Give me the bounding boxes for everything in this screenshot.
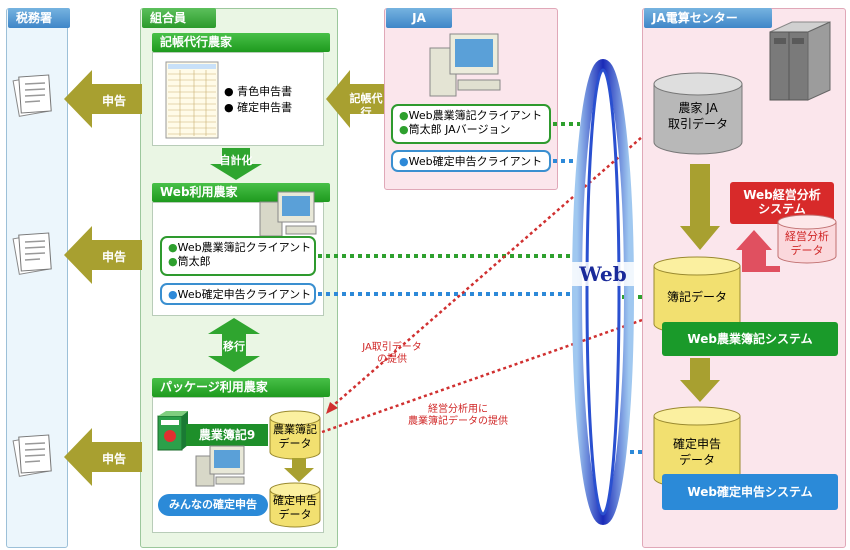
noka-data-cylinder	[653, 72, 743, 155]
documents-icon	[12, 74, 52, 117]
boki-system-box: Web農業簿記システム	[662, 322, 838, 356]
keiei-arrow	[736, 230, 780, 272]
client-label: Web確定申告クライアント	[399, 155, 543, 169]
keiei-system-box: Web経営分析システム	[730, 182, 834, 224]
jikeika-arrow	[210, 148, 262, 180]
kicho-daiko-label: 記帳代行	[349, 92, 383, 119]
server-icon	[769, 21, 831, 101]
client-label: 筒太郎 JAバージョン	[399, 123, 543, 137]
tax-office-title: 税務署	[8, 8, 70, 28]
shinkoku-arrow	[64, 428, 142, 486]
keiei-data-label: 経営分析データ	[785, 230, 829, 257]
client-label: Web農業簿記クライアント	[399, 109, 543, 123]
boki-data-cylinder	[653, 256, 741, 335]
kakutei-data-label: 確定申告データ	[273, 494, 317, 521]
keiei-data-provision-label: 経営分析用に農業簿記データの提供	[408, 404, 508, 427]
kakutei-center-label: 確定申告データ	[672, 437, 721, 467]
package-bokki-label: 農業簿記9	[186, 424, 268, 446]
documents-icon	[12, 434, 52, 477]
center-title: JA電算センター	[644, 8, 772, 28]
computer-icon	[259, 191, 317, 237]
kakutei-center-cylinder	[653, 406, 741, 489]
members-title: 組合員	[142, 8, 216, 28]
shinkoku-label: 申告	[101, 250, 126, 264]
ja-title: JA	[386, 8, 452, 28]
package-minna-label: みんなの確定申告	[158, 494, 268, 516]
kicho-doc-item: ● 確定申告書	[224, 101, 293, 114]
computer-icon	[195, 445, 245, 487]
computer-icon	[429, 33, 501, 97]
kicho-doc-item: ● 青色申告書	[224, 85, 293, 98]
kakutei-data-cylinder	[269, 482, 321, 528]
web-user-bookkeeping-client: Web農業簿記クライアント 筒太郎	[160, 236, 316, 276]
ja-bookkeeping-client: Web農業簿記クライアント 筒太郎 JAバージョン	[391, 104, 551, 144]
kicho-doc-list: ● 青色申告書 ● 確定申告書	[224, 84, 292, 116]
client-label: Web農業簿記クライアント	[168, 241, 312, 255]
web-ring-icon	[572, 59, 634, 525]
down-arrow-icon	[680, 358, 720, 402]
ja-data-provision-label: JA取引データの提供	[362, 342, 422, 365]
down-arrow-icon	[284, 458, 314, 482]
ikou-label: 移行	[223, 340, 245, 353]
boki-data-label: 簿記データ	[666, 290, 727, 304]
shinkoku-arrow	[64, 226, 142, 284]
ledger-form-icon	[165, 61, 219, 139]
keiei-data-cylinder	[777, 214, 837, 264]
jikeika-label: 自計化	[219, 154, 253, 167]
down-arrow-icon	[680, 164, 720, 250]
section-title-package: パッケージ利用農家	[152, 378, 330, 397]
shinkoku-arrow	[64, 70, 142, 128]
web-user-tax-client: Web確定申告クライアント	[160, 283, 316, 305]
documents-icon	[12, 232, 52, 275]
shinkoku-label: 申告	[101, 452, 126, 466]
software-box-icon	[157, 411, 188, 451]
client-label: Web確定申告クライアント	[168, 288, 312, 302]
shinkoku-label: 申告	[101, 94, 126, 108]
ja-tax-client: Web確定申告クライアント	[391, 150, 551, 172]
section-title-kicho: 記帳代行農家	[152, 33, 330, 52]
kicho-daiko-arrow	[326, 70, 386, 128]
bokki-data-label: 農業簿記データ	[273, 423, 317, 450]
client-label: 筒太郎	[168, 255, 308, 269]
ikou-arrow	[208, 318, 260, 372]
kakutei-system-box: Web確定申告システム	[662, 474, 838, 510]
web-label: Web	[566, 262, 640, 286]
